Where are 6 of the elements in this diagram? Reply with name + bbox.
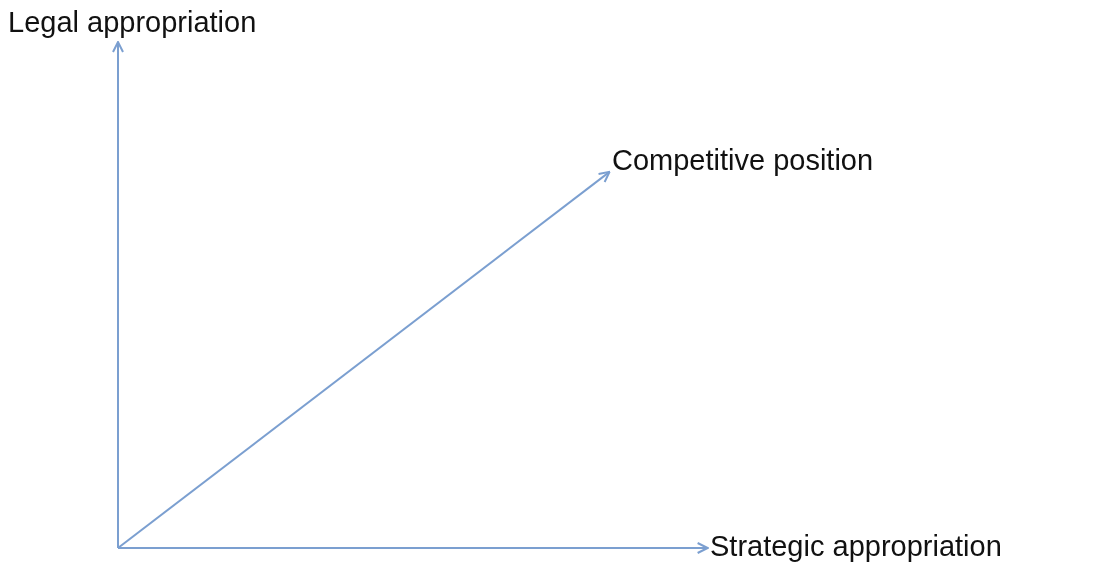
axis-label: Strategic appropriation xyxy=(710,528,1002,564)
axis-label: Competitive position xyxy=(612,142,874,178)
arrow xyxy=(117,170,611,549)
arrow xyxy=(112,41,124,549)
arrow xyxy=(117,542,709,554)
axis-label: Legal appropriation xyxy=(8,4,257,40)
